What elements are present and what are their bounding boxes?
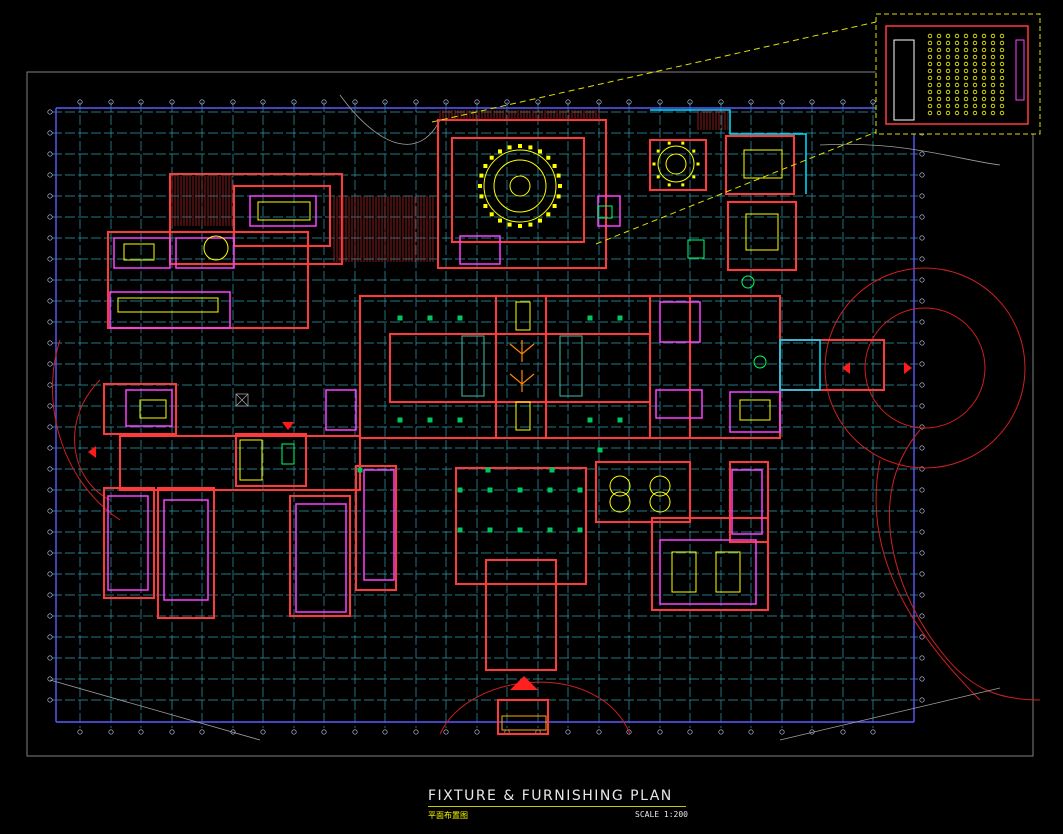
column-fixtures [357, 315, 623, 533]
drawing-frame [26, 71, 1034, 757]
entrance-markers [88, 362, 912, 458]
title-block: FIXTURE & FURNISHING PLAN 平面布置图 SCALE 1:… [428, 788, 688, 821]
title-subline: 平面布置图 SCALE 1:200 [428, 810, 688, 821]
green-details [281, 205, 767, 465]
ceiling-fixtures [461, 335, 583, 397]
entrance-arrow-icon [282, 422, 294, 430]
hatch-areas [171, 110, 729, 262]
drawing-title: FIXTURE & FURNISHING PLAN [428, 788, 673, 804]
drawing-subtitle: 平面布置图 [428, 811, 468, 820]
site-lines [49, 94, 1001, 741]
void-marker [235, 393, 249, 407]
site-curves [52, 267, 1041, 735]
rect-tables [117, 149, 783, 593]
entrance-stairs [501, 676, 547, 731]
detail-callout [431, 13, 1041, 245]
drawing-scale: SCALE 1:200 [635, 810, 688, 819]
entrance-arrow-icon [842, 362, 850, 374]
entrance-arrow-icon [88, 446, 96, 458]
entrance-arrow-icon [904, 362, 912, 374]
round-tables [203, 145, 695, 513]
title-underline [428, 806, 686, 807]
inner-partitions [107, 195, 781, 613]
banquet-chairs [478, 141, 700, 228]
cyan-outline [650, 109, 821, 391]
building-walls [103, 119, 885, 735]
